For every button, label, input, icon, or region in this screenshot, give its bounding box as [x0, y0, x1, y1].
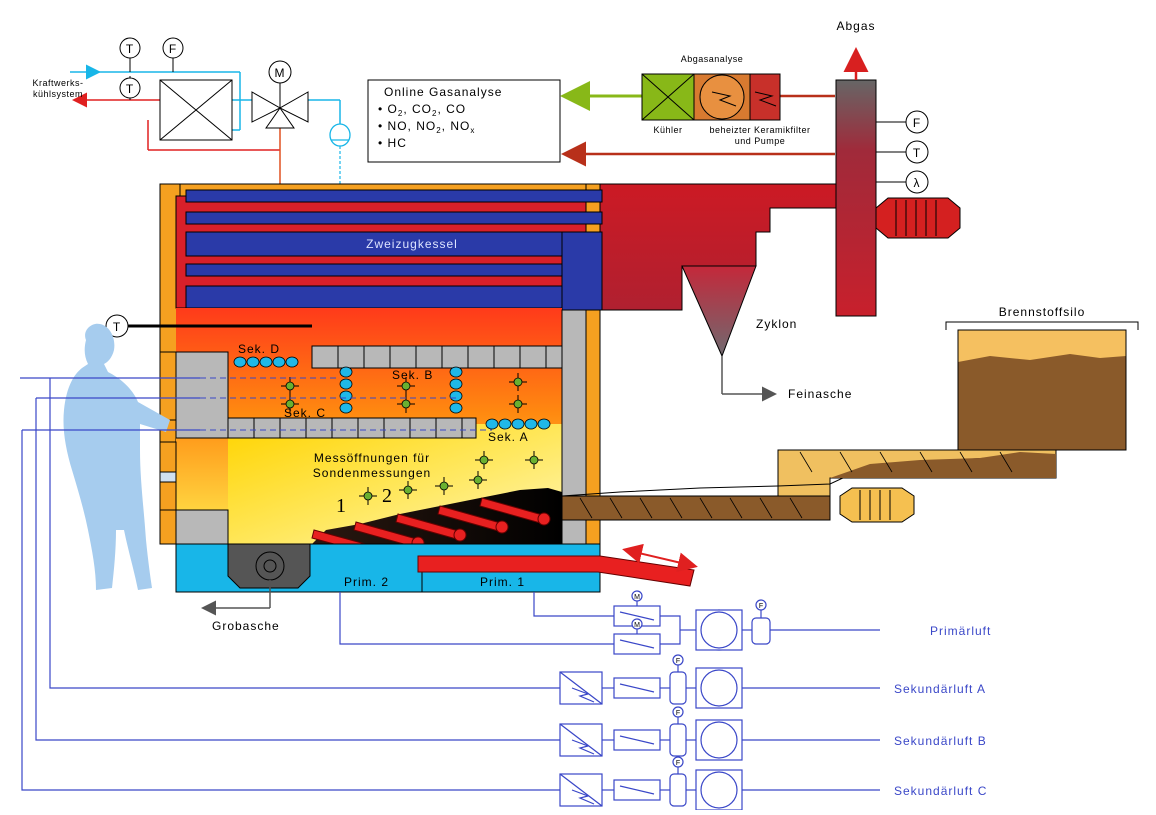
sek-d-label: Sek. D [238, 342, 280, 356]
gasanalyse-item: • O2, CO2, CO [378, 102, 466, 118]
gasanalyse-item: • NO, NO2, NOx [378, 119, 475, 135]
gasanalyse-item: • HC [378, 136, 407, 150]
beheizter-label: beheizter Keramikfilter [709, 125, 810, 135]
secondary-air-equipment [560, 655, 742, 810]
fuel-screw-conveyor [562, 496, 830, 520]
abgas-label: Abgas [836, 19, 875, 33]
sek-a-label: Sek. A [488, 430, 529, 444]
fan-icon [876, 198, 960, 238]
gasanalyse-title: Online Gasanalyse [384, 85, 502, 99]
zweizugkessel-label: Zweizugkessel [366, 237, 458, 251]
instrument-label: F [913, 116, 921, 130]
flow-label: F [676, 760, 680, 767]
position-2-label: 2 [382, 485, 392, 507]
nozzle-group-sek-a [486, 419, 550, 429]
kuehler-label: Kühler [653, 125, 682, 135]
instrument-label: T [113, 320, 121, 334]
nozzle-group-sek-d [234, 357, 298, 367]
sekundaerluft-a-label: Sekundärluft A [894, 682, 986, 696]
prim2-label: Prim. 2 [344, 575, 389, 589]
sekundaerluft-b-label: Sekundärluft B [894, 734, 987, 748]
instrument-label: T [913, 146, 921, 160]
sek-b-label: Sek. B [392, 368, 433, 382]
flow-label: F [759, 603, 763, 610]
prim1-label: Prim. 1 [480, 575, 525, 589]
sekundaerluft-c-label: Sekundärluft C [894, 784, 987, 798]
motor-label: M [634, 594, 640, 601]
instrument-label: T [126, 82, 134, 96]
instrument-label: M [275, 66, 286, 80]
messoeffnungen-label: Sondenmessungen [313, 466, 431, 480]
position-1-label: 1 [336, 495, 346, 517]
kraftwerk-label: Kraftwerks- [32, 78, 83, 88]
instrument-label: F [169, 42, 177, 56]
flow-label: F [676, 710, 680, 717]
abgasanalyse-unit [642, 74, 780, 120]
flow-label: F [676, 658, 680, 665]
feinasche-label: Feinasche [788, 387, 852, 401]
kraftwerk-label: kühlsystem [33, 89, 83, 99]
instrument-label: λ [914, 176, 921, 190]
zyklon [682, 266, 756, 356]
fuel-silo [946, 322, 1138, 450]
grobasche-label: Grobasche [212, 619, 280, 633]
feed-motor-icon [840, 488, 914, 522]
brennstoffsilo-label: Brennstoffsilo [999, 305, 1086, 319]
zyklon-label: Zyklon [756, 317, 797, 331]
motor-label: M [634, 622, 640, 629]
messoeffnungen-label: Messöffnungen für [314, 451, 430, 465]
instrument-label: T [126, 42, 134, 56]
pumpe-label: und Pumpe [735, 136, 786, 146]
primaerluft-label: Primärluft [930, 624, 991, 638]
abgasanalyse-label: Abgasanalyse [681, 54, 744, 64]
stack [836, 80, 876, 316]
person-silhouette [63, 324, 170, 590]
